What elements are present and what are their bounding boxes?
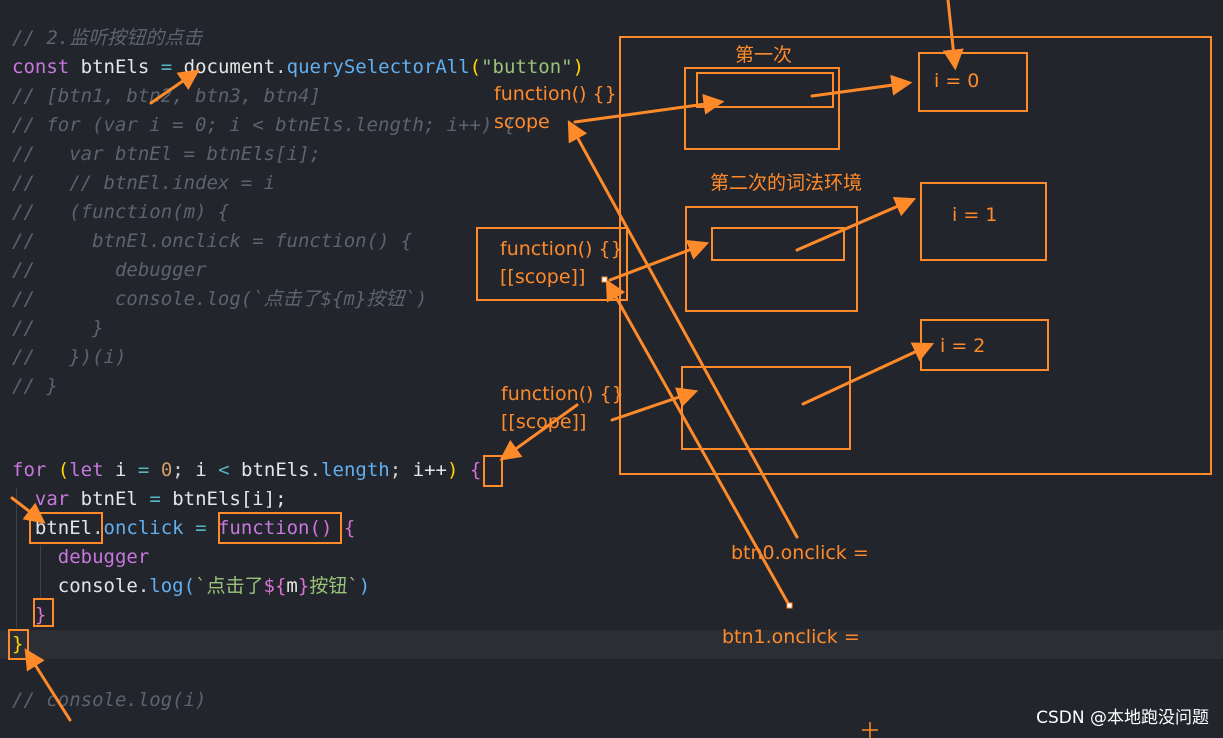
env-inner-box-1 [696,72,834,108]
brace-highlight-2 [33,598,54,627]
method-querySelectorAll: querySelectorAll [286,56,470,78]
code-editor-loop[interactable]: for (let i = 0; i < btnEls.length; i++) … [12,459,482,655]
code-comment: // [btn1, btn2, btn3, btn4] [12,85,321,107]
keyword-let: let [69,459,104,481]
label-btn0-onclick: btn0.onclick = [731,542,869,564]
label-i1: i = 1 [952,204,998,226]
label-second-lexical-env: 第二次的词法环境 [710,172,863,194]
arrow-to-btnEl [10,496,46,524]
code-comment: // } [12,375,58,397]
function-highlight [218,512,342,544]
code-comment: // var btnEl = btnEls[i]; [12,143,321,165]
indent-guide [16,488,17,628]
brace-highlight-3 [8,629,29,660]
code-comment-bottom[interactable]: // console.log(i) [12,686,206,715]
code-comment: // console.log(`点击了${m}按钮`) [12,288,428,310]
loop-close-brace: } [12,633,24,655]
arrow-scope-to-env1 [573,93,725,124]
code-comment: // } [12,317,104,339]
loop-open-brace: { [469,459,482,481]
arrow-scope3-to-env3 [610,387,699,422]
arrow-to-document [149,69,200,105]
identifier-btnEl: btnEl [34,517,93,539]
label-i2: i = 2 [940,335,986,357]
label-function-1: function() {} [494,83,617,105]
keyword-const: const [12,56,70,78]
label-scope-3: [[scope]] [501,411,587,433]
code-comment: // 2.监听按钮的点击 [12,27,203,49]
arrow-btn1 [605,279,791,607]
arrow-scope3-to-brace [499,403,579,461]
keyword-debugger: debugger [57,546,150,568]
outer-scope-frame [619,36,1212,475]
brace-highlight-1 [483,455,503,487]
arrow-btn0 [567,120,799,539]
connector-handle [786,602,793,609]
current-line-highlight [0,630,1223,659]
code-comment: // // btnEl.index = i [12,172,276,194]
i1-box [920,182,1047,261]
function-box-2 [476,227,628,301]
code-comment: // for (var i = 0; i < btnEls.length; i+… [12,114,516,136]
arrow-env2-to-i1 [795,196,917,252]
env-box-1 [684,67,840,150]
function-close-brace: } [34,604,47,626]
arrow-to-close-brace [24,648,72,722]
code-comment: // (function(m) { [12,201,230,223]
identifier-btnEls: btnEls [80,56,150,78]
code-comment: // debugger [12,259,207,281]
keyword-function: function [217,517,310,539]
keyword-for: for [12,459,47,481]
label-function-3: function() {} [501,383,624,405]
string-button: "button" [481,56,573,78]
env-box-3 [681,366,851,450]
code-comment: // console.log(i) [12,689,207,711]
i0-box [918,52,1028,112]
code-editor-top[interactable]: // 2.监听按钮的点击 const btnEls = document.que… [12,27,585,397]
code-comment: // })(i) [12,346,127,368]
label-scope-2: [[scope]] [500,266,586,288]
identifier-document: document [183,56,276,78]
label-first-time: 第一次 [735,44,793,66]
env-inner-box-2 [711,227,845,261]
label-function-2: function() {} [500,238,623,260]
label-scope-1: scope [494,111,550,133]
csdn-watermark: CSDN @本地跑没问题 [1036,708,1209,728]
arrow-scope2-to-env2 [608,240,710,282]
indent-guide [40,545,41,600]
operator-assign: = [160,56,173,78]
label-i0: i = 0 [934,70,980,92]
arrow-env3-to-i2 [801,342,935,406]
connector-handle [601,276,608,283]
code-comment: // btnEl.onclick = function() { [12,230,413,252]
btnEl-highlight [29,512,103,544]
arrow-top-down [942,0,964,71]
label-btn1-onclick: btn1.onclick = [722,626,860,648]
arrow-env1-to-i0 [810,74,913,98]
